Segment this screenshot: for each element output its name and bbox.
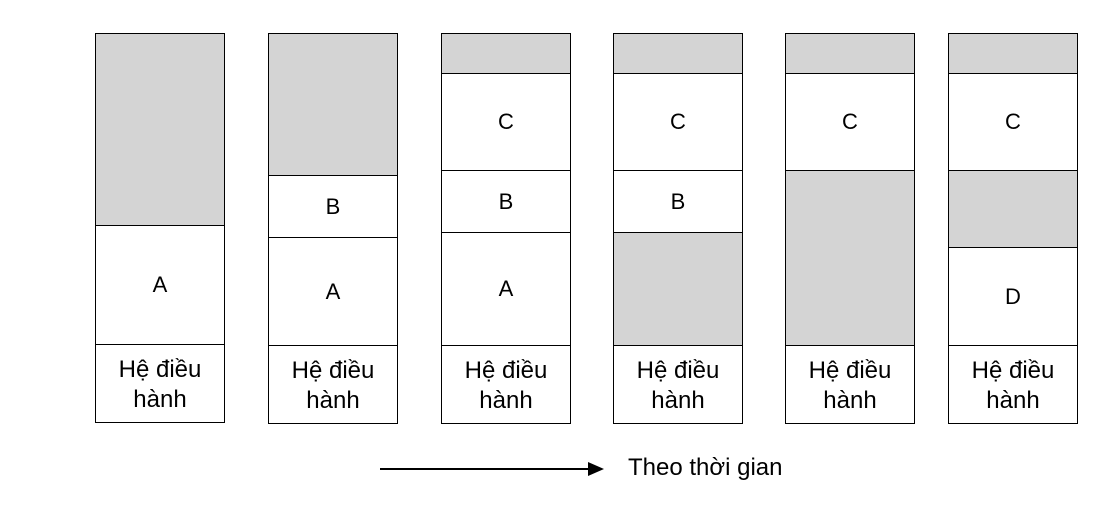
os-block: Hệ điều hành xyxy=(614,345,742,423)
memory-column-6: C D Hệ điều hành xyxy=(948,33,1078,424)
timeline-label: Theo thời gian xyxy=(628,454,783,481)
os-label-line1: Hệ điều xyxy=(464,356,548,384)
free-memory-block xyxy=(96,34,224,225)
memory-column-5: C Hệ điều hành xyxy=(785,33,915,424)
memory-column-2: B A Hệ điều hành xyxy=(268,33,398,424)
process-block: C xyxy=(949,73,1077,170)
process-block: B xyxy=(442,170,570,232)
os-label-line1: Hệ điều xyxy=(636,356,720,384)
arrow-right-icon xyxy=(588,462,604,476)
os-label-line1: Hệ điều xyxy=(118,355,202,383)
free-memory-block xyxy=(269,34,397,175)
os-label-line1: Hệ điều xyxy=(971,356,1055,384)
process-block: A xyxy=(269,237,397,345)
memory-column-1: A Hệ điều hành xyxy=(95,33,225,423)
os-label-line2: hành xyxy=(986,386,1040,414)
os-block: Hệ điều hành xyxy=(786,345,914,423)
free-memory-block xyxy=(786,34,914,73)
process-block: A xyxy=(442,232,570,345)
free-memory-block xyxy=(614,232,742,345)
os-label-line2: hành xyxy=(479,386,533,414)
os-label-line2: hành xyxy=(651,386,705,414)
free-memory-block xyxy=(786,170,914,345)
process-block: A xyxy=(96,225,224,344)
os-label-line1: Hệ điều xyxy=(291,356,375,384)
os-block: Hệ điều hành xyxy=(269,345,397,423)
os-block: Hệ điều hành xyxy=(949,345,1077,423)
process-block: C xyxy=(442,73,570,170)
free-memory-block xyxy=(949,34,1077,73)
free-memory-block xyxy=(442,34,570,73)
memory-column-4: C B Hệ điều hành xyxy=(613,33,743,424)
os-block: Hệ điều hành xyxy=(442,345,570,423)
os-label-line2: hành xyxy=(823,386,877,414)
process-block: D xyxy=(949,247,1077,345)
free-memory-block xyxy=(949,170,1077,247)
os-label-line2: hành xyxy=(133,385,187,413)
os-block: Hệ điều hành xyxy=(96,344,224,422)
process-block: B xyxy=(269,175,397,237)
timeline-arrow-line xyxy=(380,468,590,470)
os-label-line1: Hệ điều xyxy=(808,356,892,384)
process-block: C xyxy=(614,73,742,170)
memory-column-3: C B A Hệ điều hành xyxy=(441,33,571,424)
os-label-line2: hành xyxy=(306,386,360,414)
free-memory-block xyxy=(614,34,742,73)
process-block: B xyxy=(614,170,742,232)
process-block: C xyxy=(786,73,914,170)
